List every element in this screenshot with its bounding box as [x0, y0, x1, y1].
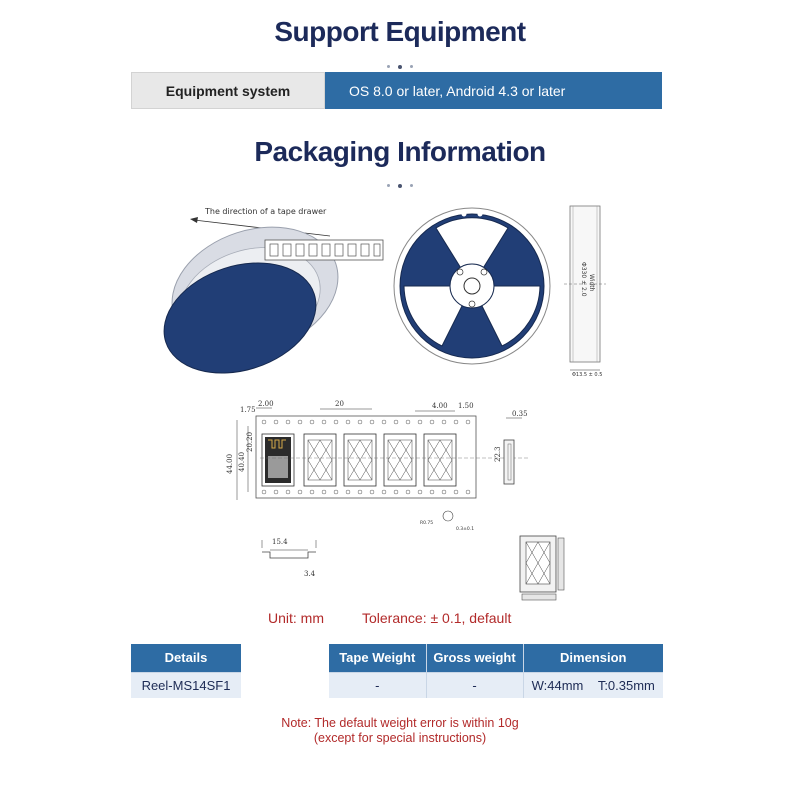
reel-front-view — [393, 207, 551, 365]
gross-weight-header: Gross weight — [426, 644, 524, 672]
tape-pocket-with-module — [261, 433, 295, 487]
detail-circle — [442, 510, 454, 522]
dim-section-a: 15.4 — [272, 538, 288, 546]
dim-pitch-b: 20 — [335, 400, 344, 408]
reel-window-top — [435, 217, 509, 287]
dim-total-width: 44.00 — [226, 454, 234, 474]
sprocket-holes-bottom — [261, 489, 471, 495]
reel-front-face — [163, 262, 317, 374]
note-line-1: Note: The default weight error is within… — [281, 716, 519, 730]
dimension-value: W:44mm T:0.35mm — [523, 671, 663, 698]
dim-depth: 22.3 — [494, 446, 502, 462]
dim-small-a: R0.75 — [420, 520, 433, 526]
reel-diameter-label: Φ330 ± 2.0 — [580, 262, 587, 297]
reel-window-right — [471, 285, 541, 347]
pocket-detail-view — [519, 535, 565, 601]
reel-side-view: Width Φ330 ± 2.0 Φ13.5 ± 0.5 — [564, 205, 606, 378]
dimension-thickness: T:0.35mm — [597, 677, 655, 693]
dim-hole-dia: 1.50 — [458, 402, 474, 410]
details-value: Reel-MS14SF1 — [131, 671, 241, 698]
weight-note: Note: The default weight error is within… — [0, 716, 800, 746]
dim-hole-spacing: 4.00 — [432, 402, 448, 410]
equipment-system-value: OS 8.0 or later, Android 4.3 or later — [325, 72, 662, 109]
tape-cross-section: 15.4 3.4 — [261, 538, 317, 578]
dimension-width: W:44mm — [531, 677, 584, 693]
details-header: Details — [131, 644, 241, 672]
tape-weight-header: Tape Weight — [329, 644, 427, 672]
support-equipment-heading: Support Equipment — [274, 16, 526, 47]
dim-section-b: 3.4 — [304, 570, 316, 578]
note-line-2: (except for special instructions) — [313, 731, 487, 745]
dim-w2: 40.40 — [238, 452, 246, 472]
reel-hub-label: Φ13.5 ± 0.5 — [572, 372, 602, 378]
dim-thickness: 0.35 — [512, 410, 528, 418]
dimension-header: Dimension — [523, 644, 663, 672]
unit-text: Unit: mm — [268, 610, 324, 626]
sprocket-holes-top — [261, 419, 471, 425]
dim-edge: 1.75 — [240, 406, 256, 414]
tape-direction-label: The direction of a tape drawer — [204, 207, 327, 216]
heading-dots — [0, 58, 800, 76]
weight-dimension-table: Tape Weight Gross weight Dimension - - W… — [329, 644, 663, 698]
reel-width-label: Width — [588, 274, 595, 292]
equipment-row: Equipment system OS 8.0 or later, Androi… — [131, 72, 662, 109]
equipment-system-label: Equipment system — [131, 72, 325, 109]
dim-w1: 20.20 — [246, 432, 254, 452]
tape-strip — [264, 239, 384, 261]
reel-window-left — [403, 285, 473, 347]
heading-dots-2 — [0, 177, 800, 195]
packaging-information-heading: Packaging Information — [254, 136, 546, 167]
details-table: Details Reel-MS14SF1 — [131, 644, 241, 698]
tape-weight-value: - — [329, 671, 427, 698]
direction-arrow-head — [190, 217, 198, 223]
dim-small-b: 0.3±0.1 — [456, 526, 474, 532]
reel-perspective-drawing: The direction of a tape drawer — [163, 207, 384, 374]
tape-side-profile — [503, 417, 522, 485]
carrier-tape-dimension-drawing: 2.00 20 4.00 1.50 1.75 0.35 20.20 44.00 … — [226, 400, 530, 532]
dim-pitch-a: 2.00 — [258, 400, 274, 408]
tolerance-text: Tolerance: ± 0.1, default — [362, 610, 512, 626]
gross-weight-value: - — [426, 671, 524, 698]
